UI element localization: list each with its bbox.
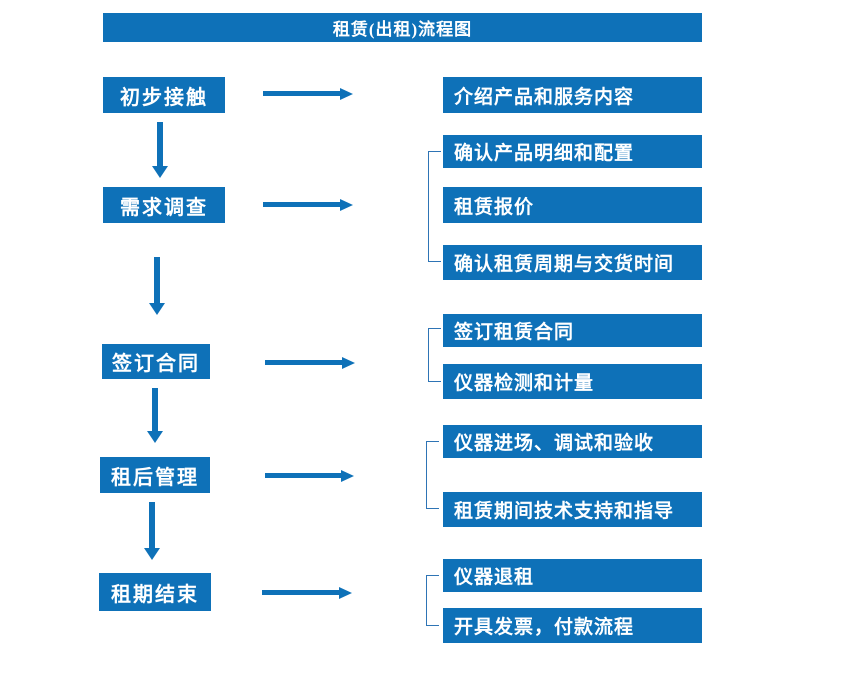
arrow-right-icon (263, 87, 353, 100)
detail-box-confirm-period-delivery: 确认租赁周期与交货时间 (443, 245, 702, 280)
arrow-right-icon (265, 356, 355, 369)
arrow-down-icon (144, 502, 160, 560)
detail-box-technical-support: 租赁期间技术支持和指导 (443, 492, 702, 527)
stage-box-demand-survey: 需求调查 (103, 187, 225, 223)
detail-box-invoice-payment: 开具发票，付款流程 (443, 608, 702, 643)
group-bracket-icon (428, 328, 441, 382)
group-bracket-icon (426, 575, 439, 626)
group-bracket-icon (428, 151, 441, 262)
arrow-right-icon (262, 586, 352, 599)
stage-box-lease-end: 租期结束 (99, 573, 211, 611)
arrow-down-icon (152, 122, 168, 178)
detail-box-introduce-products: 介绍产品和服务内容 (443, 77, 702, 113)
arrow-down-icon (147, 388, 163, 443)
stage-box-sign-contract: 签订合同 (102, 344, 210, 379)
diagram-title: 租赁(出租)流程图 (103, 13, 702, 42)
detail-box-rental-quotation: 租赁报价 (443, 187, 702, 223)
detail-box-sign-rental-contract: 签订租赁合同 (443, 314, 702, 347)
stage-box-post-rental-management: 租后管理 (100, 457, 210, 493)
group-bracket-icon (426, 441, 439, 509)
arrow-right-icon (265, 469, 354, 482)
detail-box-instrument-setup-acceptance: 仪器进场、调试和验收 (443, 425, 702, 458)
arrow-down-icon (149, 257, 165, 315)
detail-box-instrument-testing: 仪器检测和计量 (443, 364, 702, 399)
detail-box-confirm-product-config: 确认产品明细和配置 (443, 135, 702, 168)
detail-box-instrument-return: 仪器退租 (443, 559, 702, 592)
stage-box-initial-contact: 初步接触 (103, 77, 225, 113)
arrow-right-icon (263, 198, 353, 211)
